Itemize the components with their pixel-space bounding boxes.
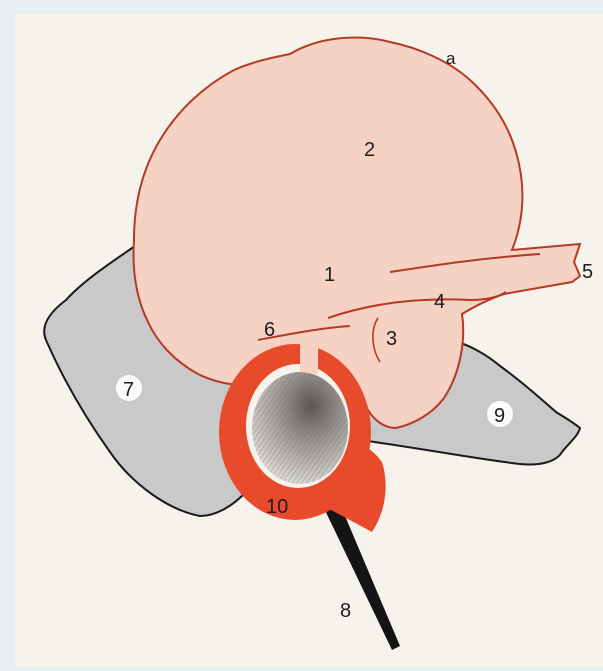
label-a: a (446, 49, 456, 68)
label-4: 4 (434, 291, 445, 313)
ring-gap (300, 340, 318, 374)
label-2: 2 (364, 139, 375, 161)
label-8: 8 (340, 600, 351, 622)
label-7: 7 (123, 379, 134, 401)
label-9: 9 (494, 405, 505, 427)
hatched-globe-texture (252, 372, 348, 484)
label-1: 1 (324, 264, 335, 286)
label-10: 10 (266, 496, 288, 518)
label-5: 5 (582, 261, 593, 283)
brain-hemisphere (134, 38, 580, 428)
label-6: 6 (264, 319, 275, 341)
label-3: 3 (386, 328, 397, 350)
